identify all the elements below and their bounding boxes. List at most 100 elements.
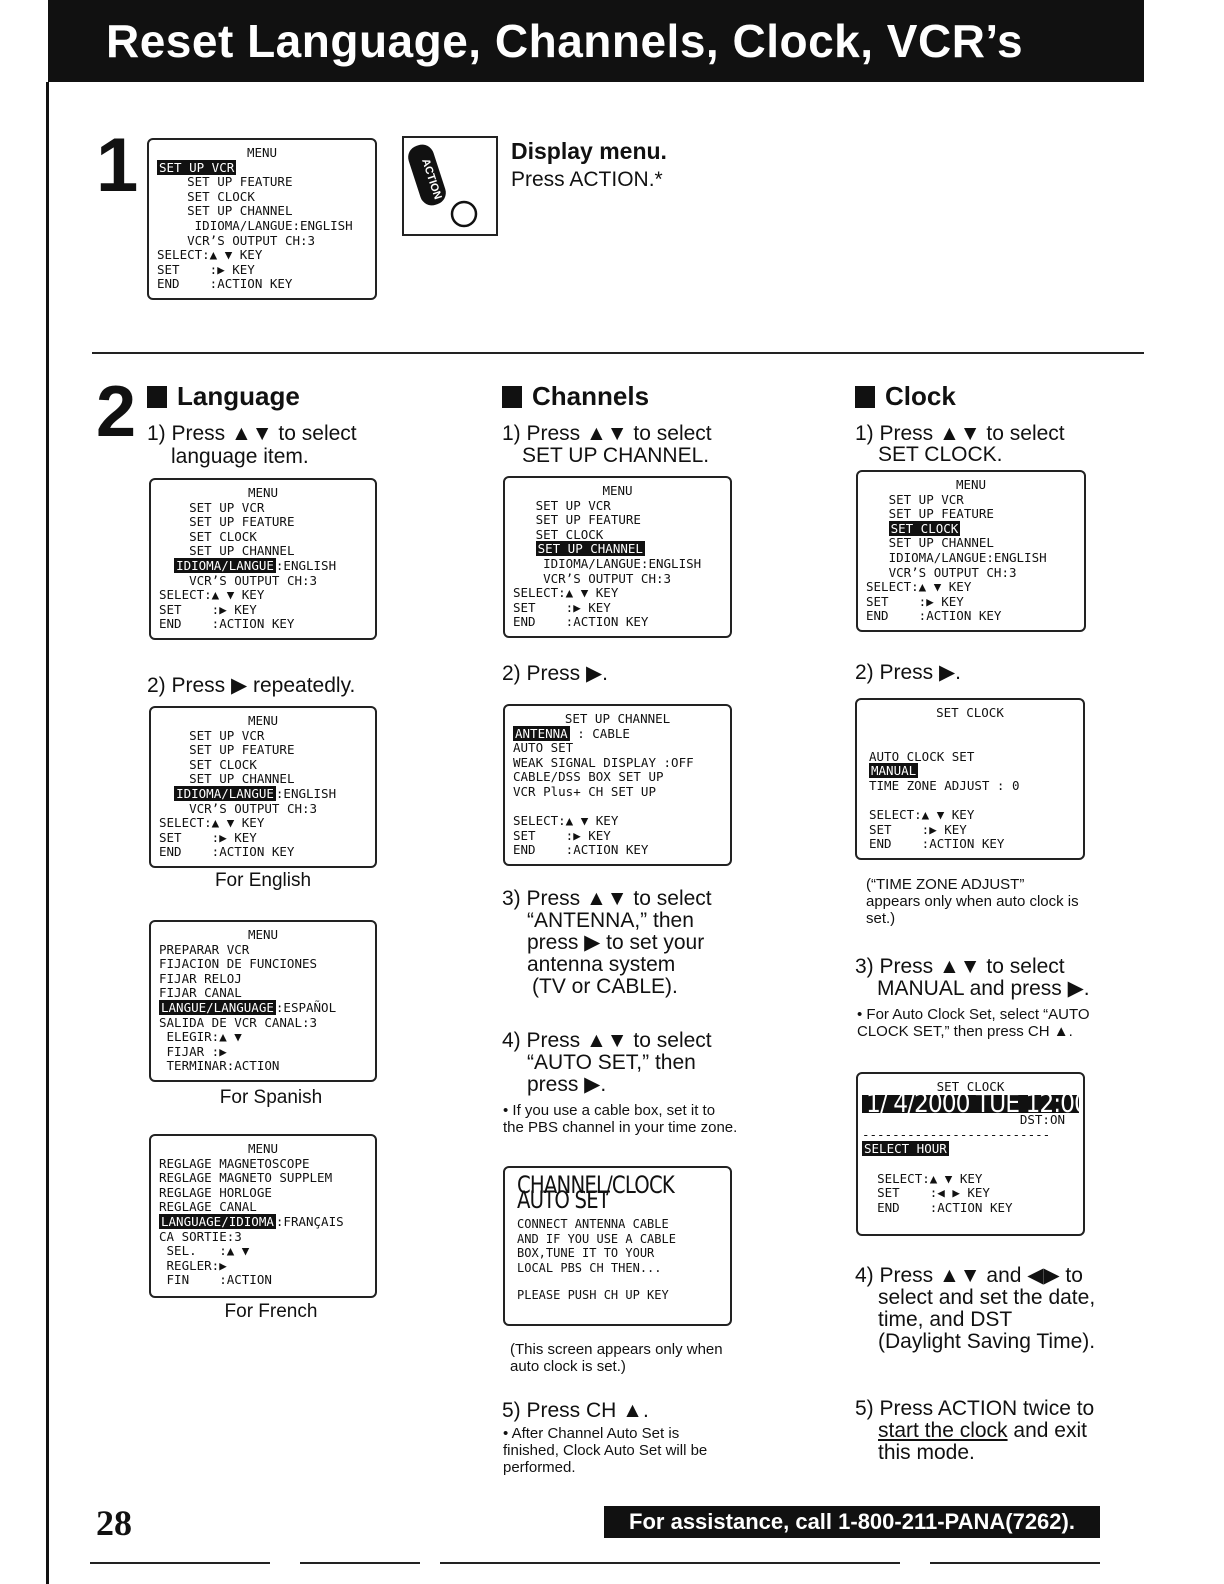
osd-selected-item: IDIOMA/LANGUE [174,557,276,573]
osd-title: SET CLOCK [936,1079,1005,1094]
channels-step4: 4) Press ▲▼ to select [502,1029,712,1052]
caption-spanish: For Spanish [219,1087,323,1108]
left-rule [46,82,49,1584]
osd-key: SET :▶ KEY [159,601,257,617]
channels-step2: 2) Press ▶. [502,662,609,685]
caption-french: For French [224,1301,318,1322]
osd-item: REGLAGE CANAL [159,1199,257,1215]
osd-item: SET UP CHANNEL [189,543,295,559]
osd-selected-item: SET UP VCR [157,159,237,175]
page-title: Reset Language, Channels, Clock, VCR’s [106,15,1024,67]
autoset-line: LOCAL PBS CH THEN... [517,1260,662,1275]
osd-item: SET UP FEATURE [189,742,295,758]
osd-item: FIJAR CANAL [159,985,242,1001]
channel-clock-autoset-screen: CHANNEL/CLOCK AUTO SET CONNECT ANTENNA C… [503,1166,732,1326]
channels-step4-note: If you use a cable box, set it to the PB… [503,1102,739,1136]
channels-step3-d: antenna system [527,953,676,976]
osd-title: SET CLOCK [936,705,1004,720]
osd-title: MENU [246,145,278,160]
osd-key: REGLER:▶ [159,1257,227,1273]
caption-english: For English [214,870,312,891]
osd-key: SELECT:▲ ▼ KEY [157,247,263,263]
osd-key: END :ACTION KEY [877,1199,1013,1215]
osd-item: SET CLOCK [535,526,604,542]
osd-selected-item: MANUAL [869,763,919,779]
language-step2: 2) Press ▶ repeatedly. [147,674,356,697]
osd-key: SELECT:▲ ▼ KEY [513,585,619,601]
assistance-banner: For assistance, call 1-800-211-PANA(7262… [604,1506,1100,1538]
osd-key: END :ACTION KEY [513,842,649,858]
osd-key: SELECT:▲ ▼ KEY [513,813,619,829]
osd-key: SET :▶ KEY [866,593,964,609]
osd-key: SELECT:▲ ▼ KEY [159,815,265,831]
clock-step5: 5) Press ACTION twice to [855,1397,1095,1420]
osd-value: :ESPAÑOL [275,999,337,1015]
osd-item: VCR’S OUTPUT CH:3 [535,570,672,586]
clock-title: Clock [885,381,956,411]
clock-step4: 4) Press ▲▼ and ◀▶ to [855,1264,1083,1287]
osd-key: FIN :ACTION [159,1272,272,1288]
osd-selected-item: SELECT HOUR [862,1141,949,1157]
clock-time-display: 1/ 4/2000 TUE 12:00PM [862,1091,1083,1116]
bottom-rule [300,1562,420,1564]
autoset-push: PLEASE PUSH CH UP KEY [517,1287,669,1302]
section-divider [92,352,1144,354]
clock-step1: 1) Press ▲▼ to select [855,422,1065,445]
osd-item: WEAK SIGNAL DISPLAY :OFF [513,754,694,770]
step-2-number: 2 [96,372,137,452]
channels-step3-c: press ▶ to set your [527,931,705,954]
osd-item: CA SORTIE:3 [159,1228,242,1244]
osd-key: END :ACTION KEY [869,836,1005,852]
osd-key: SET :▶ KEY [157,261,255,277]
bottom-rule [930,1562,1100,1564]
osd-title: MENU [602,483,633,498]
osd-item: SET UP FEATURE [535,512,641,528]
channels-step3-e: (TV or CABLE). [532,975,678,998]
osd-item: SET CLOCK [189,528,257,544]
osd-item: REGLAGE HORLOGE [159,1184,272,1200]
osd-key: SET :▶ KEY [513,827,611,843]
osd-key: SET :▶ KEY [159,829,257,845]
channels-title: Channels [532,381,650,411]
osd-title: MENU [247,485,279,500]
language-menu-2: MENU SET UP VCR SET UP FEATURE SET CLOCK… [149,706,377,868]
osd-item: SET UP FEATURE [888,506,994,522]
osd-item: FIJACION DE FUNCIONES [159,956,318,972]
bottom-rule [440,1562,900,1564]
osd-item: VCR Plus+ CH SET UP [513,783,656,799]
bottom-rule [90,1562,270,1564]
channels-step3-b: “ANTENNA,” then [527,909,694,932]
osd-item: VCR’S OUTPUT CH:3 [187,232,316,248]
osd-item: IDIOMA/LANGUE:ENGLISH [194,217,353,233]
channels-step1: 1) Press ▲▼ to select [502,422,712,445]
osd-selected-item: IDIOMA/LANGUE [174,785,276,801]
osd-title: MENU [955,477,987,492]
osd-item: CABLE/DSS BOX SET UP [513,769,664,785]
osd-key: SELECT:▲ ▼ KEY [869,807,975,823]
clock-step5-c: this mode. [878,1441,975,1464]
language-menu-1: MENU SET UP VCR SET UP FEATURE SET CLOCK… [149,478,377,640]
osd-value: : CABLE [569,725,630,741]
clock-menu-1: MENU SET UP VCR SET UP FEATURE SET CLOCK… [856,470,1086,632]
osd-value: :ENGLISH [275,785,337,801]
clock-step5-b: start the clock and exit [878,1419,1087,1442]
autoset-note: (This screen appears only when auto cloc… [510,1341,723,1375]
osd-item: SET UP FEATURE [189,514,295,530]
osd-item: PREPARAR VCR [159,941,250,957]
osd-key: SEL. :▲ ▼ [159,1243,250,1259]
square-bullet-icon [502,385,522,408]
channels-step3: 3) Press ▲▼ to select [502,887,712,910]
language-title: Language [177,381,300,411]
osd-item: SET CLOCK [187,188,255,204]
osd-item: SET UP VCR [888,491,964,507]
osd-item: SET UP CHANNEL [187,203,293,219]
page-header: Reset Language, Channels, Clock, VCR’s [48,0,1144,82]
osd-selected-item: SET CLOCK [888,520,961,536]
clock-step4-d: (Daylight Saving Time). [878,1330,1096,1353]
osd-key: SELECT:▲ ▼ KEY [877,1170,983,1186]
